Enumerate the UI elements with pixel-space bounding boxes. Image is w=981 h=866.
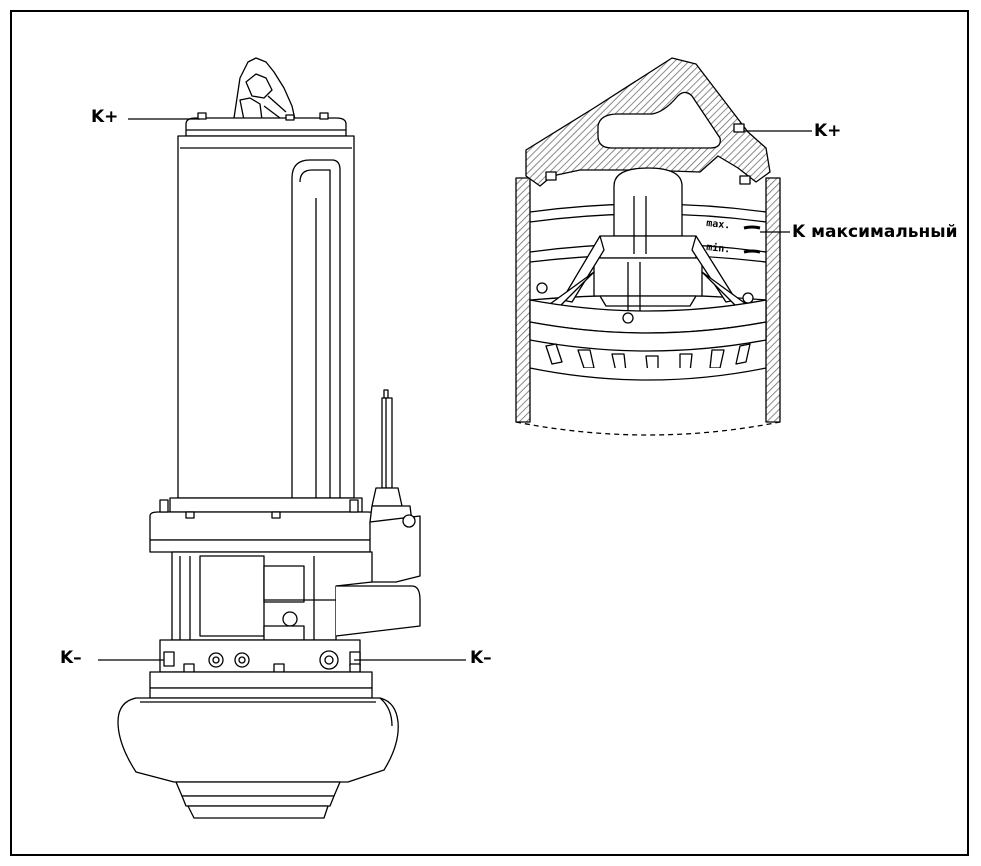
upper-flange bbox=[149, 499, 377, 553]
engraving-max: max. bbox=[706, 218, 731, 231]
cap-bolt-right bbox=[733, 123, 745, 133]
lifting-handle bbox=[233, 57, 297, 125]
mid-housing bbox=[171, 551, 421, 641]
diagram-frame bbox=[10, 10, 969, 856]
central-hub bbox=[593, 167, 703, 318]
label-k-plus-left: K+ bbox=[91, 107, 119, 127]
housing-wall-left bbox=[515, 177, 531, 423]
cut-line bbox=[515, 421, 781, 436]
impeller-disc bbox=[529, 282, 767, 352]
motor-housing bbox=[177, 135, 355, 499]
cable-entry bbox=[369, 389, 421, 583]
pump-full-view bbox=[98, 57, 466, 819]
housing-wall-right bbox=[765, 177, 781, 423]
label-k-max: K максимальный bbox=[792, 222, 958, 242]
impeller-vanes bbox=[529, 343, 767, 381]
lower-flange bbox=[149, 671, 373, 699]
volute bbox=[117, 697, 399, 819]
label-k-minus-right: K– bbox=[470, 648, 492, 668]
lower-ring bbox=[159, 639, 361, 673]
label-k-plus-right: K+ bbox=[814, 121, 842, 141]
level-slot-min bbox=[743, 249, 761, 254]
level-slot-max bbox=[743, 225, 761, 230]
support-ribs bbox=[549, 235, 747, 307]
cap-bolt-left bbox=[545, 171, 557, 181]
engraving-min: min. bbox=[706, 241, 731, 255]
handle-opening bbox=[597, 91, 721, 149]
top-cap bbox=[185, 112, 347, 137]
cap-bolt-right-low bbox=[739, 175, 751, 185]
pump-section-view: max. min. bbox=[515, 57, 812, 436]
label-k-minus-left: K– bbox=[60, 648, 82, 668]
housing-bead bbox=[169, 497, 363, 513]
